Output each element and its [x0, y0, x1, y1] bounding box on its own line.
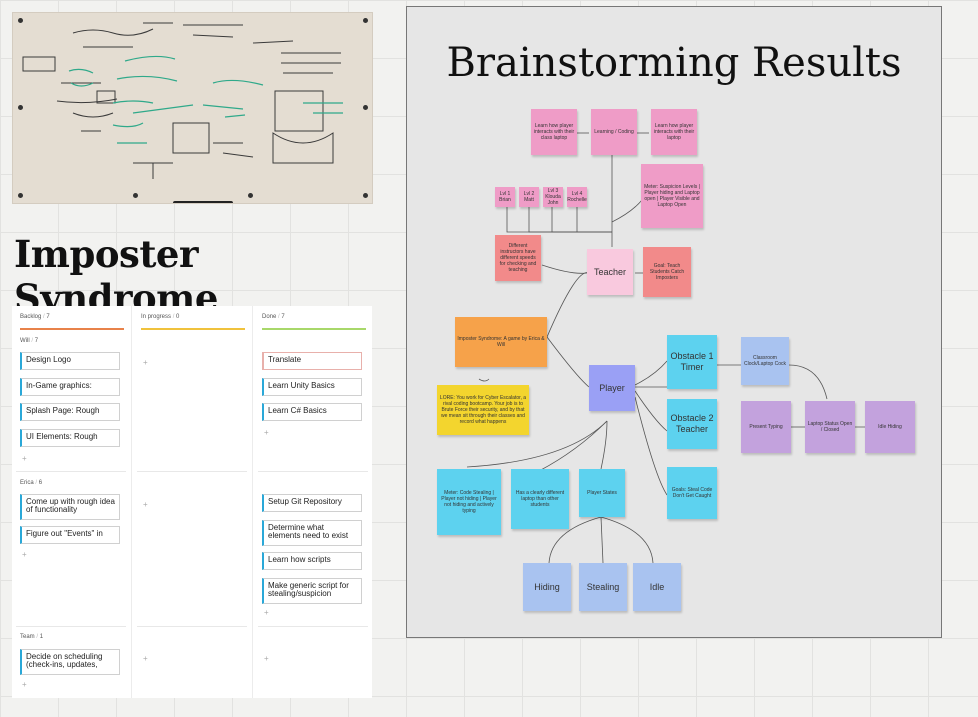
note-top-right[interactable]: Learn how player interacts with their la…: [651, 109, 697, 155]
connector-lines: [466, 132, 865, 564]
whiteboard-photo[interactable]: [12, 12, 373, 204]
note-obstacle-timer[interactable]: Obstacle 1 Timer: [667, 335, 717, 389]
card-rough-idea[interactable]: Come up with rough idea of functionality: [20, 494, 120, 520]
note-lvl3[interactable]: Lvl 3 Klouda John: [543, 187, 563, 207]
brainstorm-frame[interactable]: Learn how player interacts with their cl…: [406, 6, 942, 638]
add-card-button[interactable]: +: [143, 500, 148, 509]
lane-divider: [137, 626, 247, 627]
add-card-button[interactable]: +: [22, 680, 27, 689]
card-in-game-graphics[interactable]: In-Game graphics:: [20, 378, 120, 396]
note-teacher-goal[interactable]: Goal: Teach Students Catch Imposters: [643, 247, 691, 297]
note-lvl2[interactable]: Lvl 2 Matt: [519, 187, 539, 207]
add-card-button[interactable]: +: [22, 550, 27, 559]
note-top-left[interactable]: Learn how player interacts with their cl…: [531, 109, 577, 155]
lane-label-erica: Erica / 6: [20, 480, 43, 486]
note-player-states[interactable]: Player States: [579, 469, 625, 517]
lane-label-team: Team / 1: [20, 634, 44, 640]
card-setup-git[interactable]: Setup Git Repository: [262, 494, 362, 512]
note-hiding[interactable]: Hiding: [523, 563, 571, 611]
column-accent-line: [20, 328, 124, 330]
card-determine-elements[interactable]: Determine what elements need to exist: [262, 520, 362, 546]
note-suspicion-meter[interactable]: Meter: Suspicion Levels | Player hiding …: [641, 164, 703, 228]
note-idle[interactable]: Idle: [633, 563, 681, 611]
column-in-progress: In progress / 0 + + +: [133, 306, 251, 698]
card-design-logo[interactable]: Design Logo: [20, 352, 120, 370]
lane-divider: [258, 471, 368, 472]
column-backlog: Backlog / 7 Will / 7 Design Logo In-Game…: [12, 306, 130, 698]
marker-tray: [173, 201, 233, 203]
card-generic-script[interactable]: Make generic script for stealing/suspici…: [262, 578, 362, 604]
column-accent-line: [262, 328, 366, 330]
lane-divider: [16, 471, 126, 472]
card-learn-unity[interactable]: Learn Unity Basics: [262, 378, 362, 396]
add-card-button[interactable]: +: [264, 654, 269, 663]
column-divider: [131, 306, 132, 698]
add-card-button[interactable]: +: [143, 654, 148, 663]
note-lore[interactable]: LORE: You work for Cyber Escalator, a ri…: [437, 385, 529, 435]
card-figure-out-events[interactable]: Figure out "Events" in: [20, 526, 120, 544]
column-done: Done / 7 Translate Learn Unity Basics Le…: [254, 306, 372, 698]
lane-divider: [137, 471, 247, 472]
column-divider: [252, 306, 253, 698]
note-lvl4[interactable]: Lvl 4 Rochelle: [567, 187, 587, 207]
add-card-button[interactable]: +: [22, 454, 27, 463]
card-ui-elements[interactable]: UI Elements: Rough: [20, 429, 120, 447]
card-scheduling[interactable]: Decide on scheduling (check-ins, updates…: [20, 649, 120, 675]
note-laptop-status[interactable]: Laptop Status Open / Closed: [805, 401, 855, 453]
column-header: In progress / 0: [141, 314, 180, 320]
note-classroom-clock[interactable]: Classroom Clock/Laptop Cock: [741, 337, 789, 385]
note-player[interactable]: Player: [589, 365, 635, 411]
add-card-button[interactable]: +: [264, 428, 269, 437]
card-learn-scripts[interactable]: Learn how scripts: [262, 552, 362, 570]
column-accent-line: [141, 328, 245, 330]
brainstorm-title: Brainstorming Results: [446, 40, 902, 86]
lane-divider: [258, 626, 368, 627]
kanban-board[interactable]: Backlog / 7 Will / 7 Design Logo In-Game…: [12, 306, 372, 698]
card-learn-csharp[interactable]: Learn C# Basics: [262, 403, 362, 421]
add-card-button[interactable]: +: [143, 358, 148, 367]
note-imposter-syndrome[interactable]: Imposter Syndrome: A game by Erica & Wil…: [455, 317, 547, 367]
column-header: Backlog / 7: [20, 314, 50, 320]
note-stealing[interactable]: Stealing: [579, 563, 627, 611]
note-code-stealing-meter[interactable]: Meter: Code Stealing | Player not hiding…: [437, 469, 501, 535]
note-present-typing[interactable]: Present Typing: [741, 401, 791, 453]
lane-divider: [16, 626, 126, 627]
note-learning-coding[interactable]: Learning / Coding: [591, 109, 637, 155]
card-splash-page[interactable]: Splash Page: Rough: [20, 403, 120, 421]
note-teacher[interactable]: Teacher: [587, 249, 633, 295]
note-player-goals[interactable]: Goals: Steal Code Don't Get Caught: [667, 467, 717, 519]
whiteboard-sketch: [22, 22, 343, 179]
note-instructors[interactable]: Different instructors have different spe…: [495, 235, 541, 281]
note-lvl1[interactable]: Lvl 1 Brian: [495, 187, 515, 207]
column-header: Done / 7: [262, 314, 285, 320]
lane-label-will: Will / 7: [20, 338, 39, 344]
note-idle-hiding[interactable]: Idle Hiding: [865, 401, 915, 453]
note-obstacle-teacher[interactable]: Obstacle 2 Teacher: [667, 399, 717, 449]
add-card-button[interactable]: +: [264, 608, 269, 617]
note-laptop-different[interactable]: Has a clearly different laptop than othe…: [511, 469, 569, 529]
card-translate[interactable]: Translate: [262, 352, 362, 370]
